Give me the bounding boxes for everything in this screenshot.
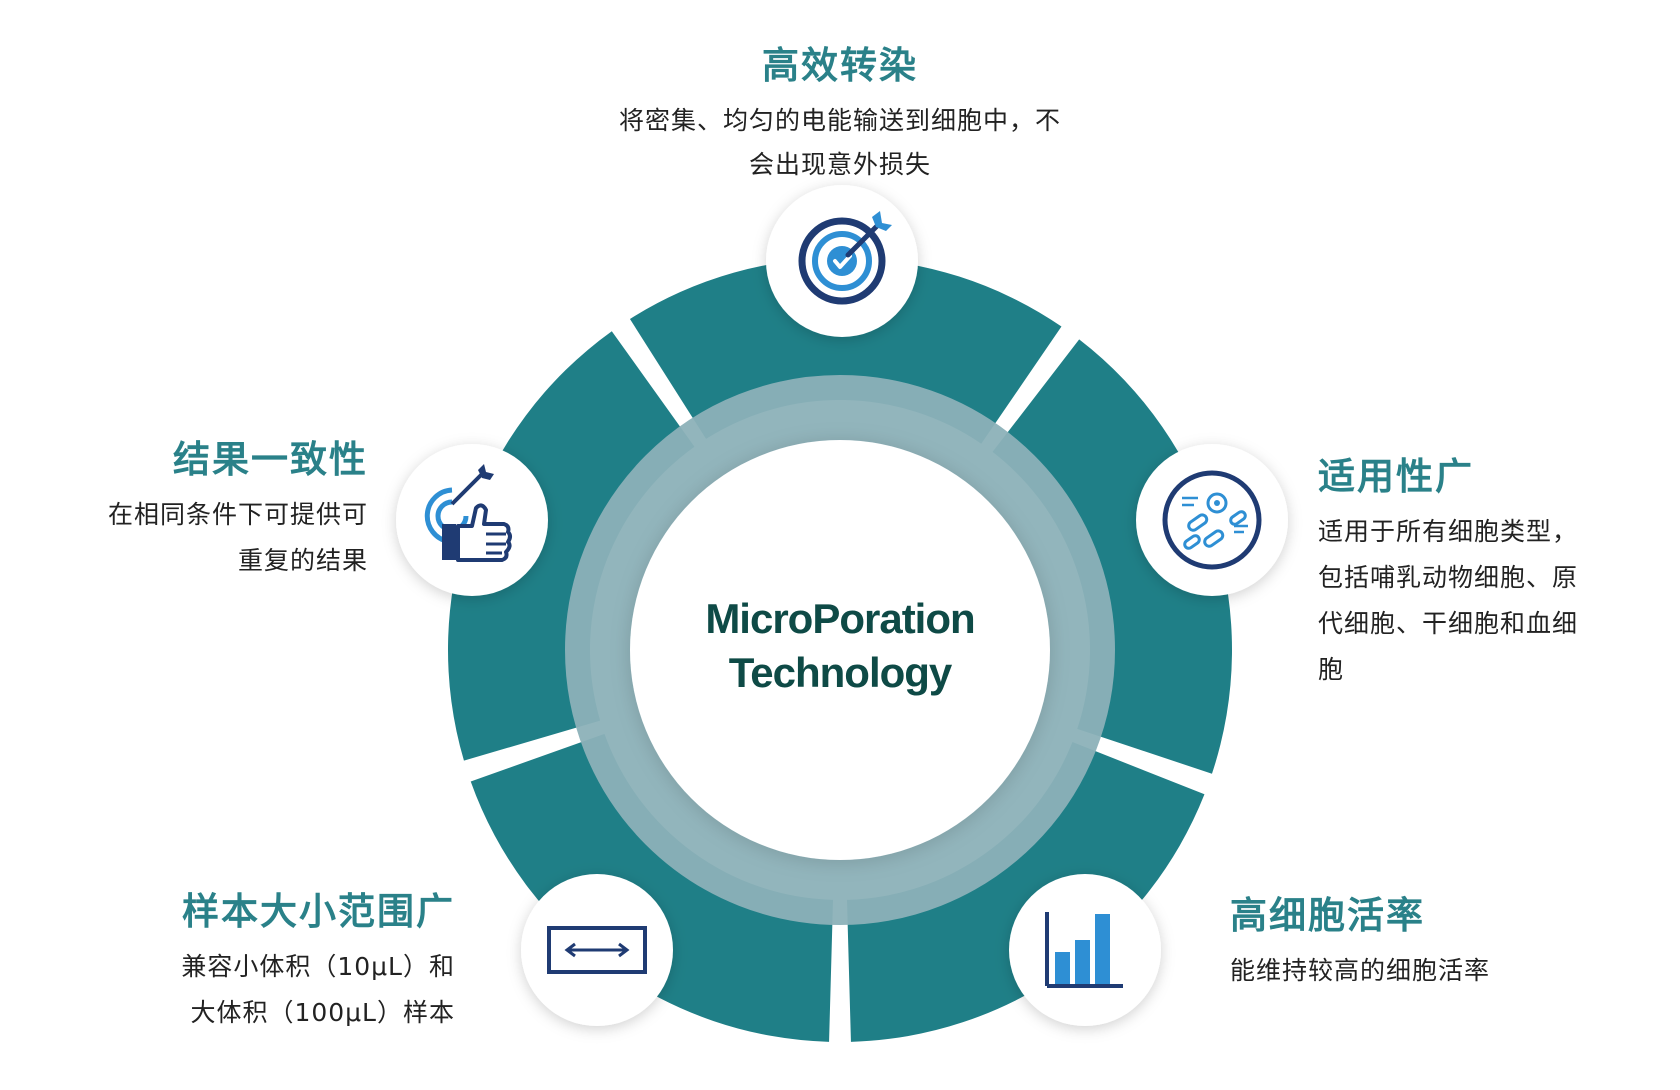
icon-circle-bottom-right (1009, 874, 1161, 1026)
feature-desc: 适用于所有细胞类型， 包括哺乳动物细胞、原 代细胞、干细胞和血细 胞 (1318, 509, 1658, 693)
feature-desc-line: 能维持较高的细胞活率 (1230, 956, 1491, 985)
icon-circle-right (1136, 444, 1288, 596)
target-thumbs-up-icon (424, 464, 512, 562)
feature-wide-applicability: 适用性广 适用于所有细胞类型， 包括哺乳动物细胞、原 代细胞、干细胞和血细 胞 (1318, 453, 1658, 693)
feature-desc: 在相同条件下可提供可 重复的结果 (40, 492, 368, 584)
feature-title: 高细胞活率 (1230, 894, 1425, 937)
feature-high-viability: 高细胞活率 能维持较高的细胞活率 (1230, 892, 1630, 994)
ring-segment (992, 339, 1232, 774)
center-title: MicroPoration Technology (640, 592, 1040, 700)
feature-desc-line: 会出现意外损失 (748, 150, 931, 179)
ring-segment (470, 733, 834, 1042)
center-title-line1: MicroPoration (705, 595, 975, 642)
feature-desc: 兼容小体积（10μL）和 大体积（100μL）样本 (90, 944, 455, 1036)
feature-title: 结果一致性 (173, 438, 368, 481)
inner-ring (565, 375, 1115, 925)
center-title-line2: Technology (728, 649, 953, 696)
feature-desc: 将密集、均匀的电能输送到细胞中，不 会出现意外损失 (560, 98, 1120, 188)
feature-wide-sample-range: 样本大小范围广 兼容小体积（10μL）和 大体积（100μL）样本 (90, 888, 455, 1036)
feature-title: 适用性广 (1318, 455, 1474, 498)
bar-chart-icon (1045, 912, 1123, 988)
feature-desc-line: 包括哺乳动物细胞、原 (1318, 563, 1579, 592)
feature-desc-line: 重复的结果 (237, 546, 368, 575)
feature-title: 样本大小范围广 (182, 890, 455, 933)
cells-icon (1162, 470, 1262, 570)
ring-segment (447, 331, 695, 761)
feature-desc-line: 大体积（100μL）样本 (190, 998, 455, 1027)
feature-title: 高效转染 (762, 44, 918, 87)
feature-desc-line: 胞 (1318, 655, 1345, 684)
feature-desc-line: 适用于所有细胞类型， (1318, 517, 1579, 546)
icon-circle-top (766, 185, 918, 337)
feature-efficient-transfection: 高效转染 将密集、均匀的电能输送到细胞中，不 会出现意外损失 (560, 42, 1120, 188)
center-disk (630, 440, 1050, 860)
target-check-icon (798, 211, 892, 305)
icon-circle-bottom-left (521, 874, 673, 1026)
feature-desc-line: 将密集、均匀的电能输送到细胞中，不 (618, 106, 1061, 135)
feature-desc-line: 代细胞、干细胞和血细 (1318, 609, 1579, 638)
feature-consistent-results: 结果一致性 在相同条件下可提供可 重复的结果 (40, 436, 368, 584)
feature-desc-line: 兼容小体积（10μL）和 (181, 952, 455, 981)
feature-desc: 能维持较高的细胞活率 (1230, 948, 1630, 994)
feature-desc-line: 在相同条件下可提供可 (107, 500, 368, 529)
icon-circle-left (396, 444, 548, 596)
ring-segment (846, 742, 1205, 1042)
range-arrow-icon (547, 926, 647, 974)
